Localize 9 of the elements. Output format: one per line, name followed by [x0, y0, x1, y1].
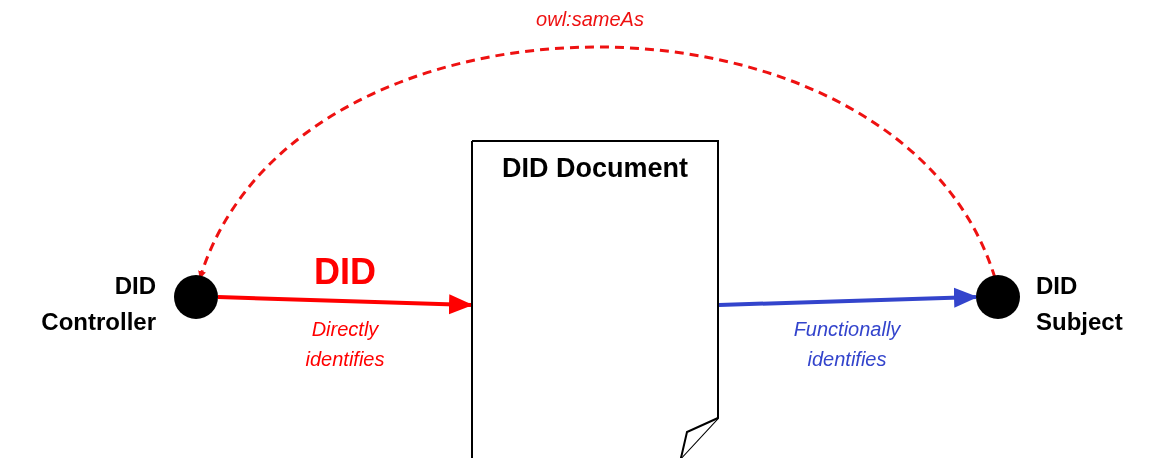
- document-title: DID Document: [501, 152, 689, 185]
- edge-label: owl:sameAs: [535, 7, 645, 32]
- arrow: [217, 294, 473, 315]
- arrow: [718, 287, 978, 308]
- arrow-title: DID: [313, 250, 377, 294]
- node-caption: DID Subject: [1036, 271, 1124, 337]
- edge-label: Directly identifies: [304, 317, 386, 372]
- edge-label: Functionally identifies: [792, 317, 902, 372]
- node-caption: DID Controller: [40, 271, 156, 337]
